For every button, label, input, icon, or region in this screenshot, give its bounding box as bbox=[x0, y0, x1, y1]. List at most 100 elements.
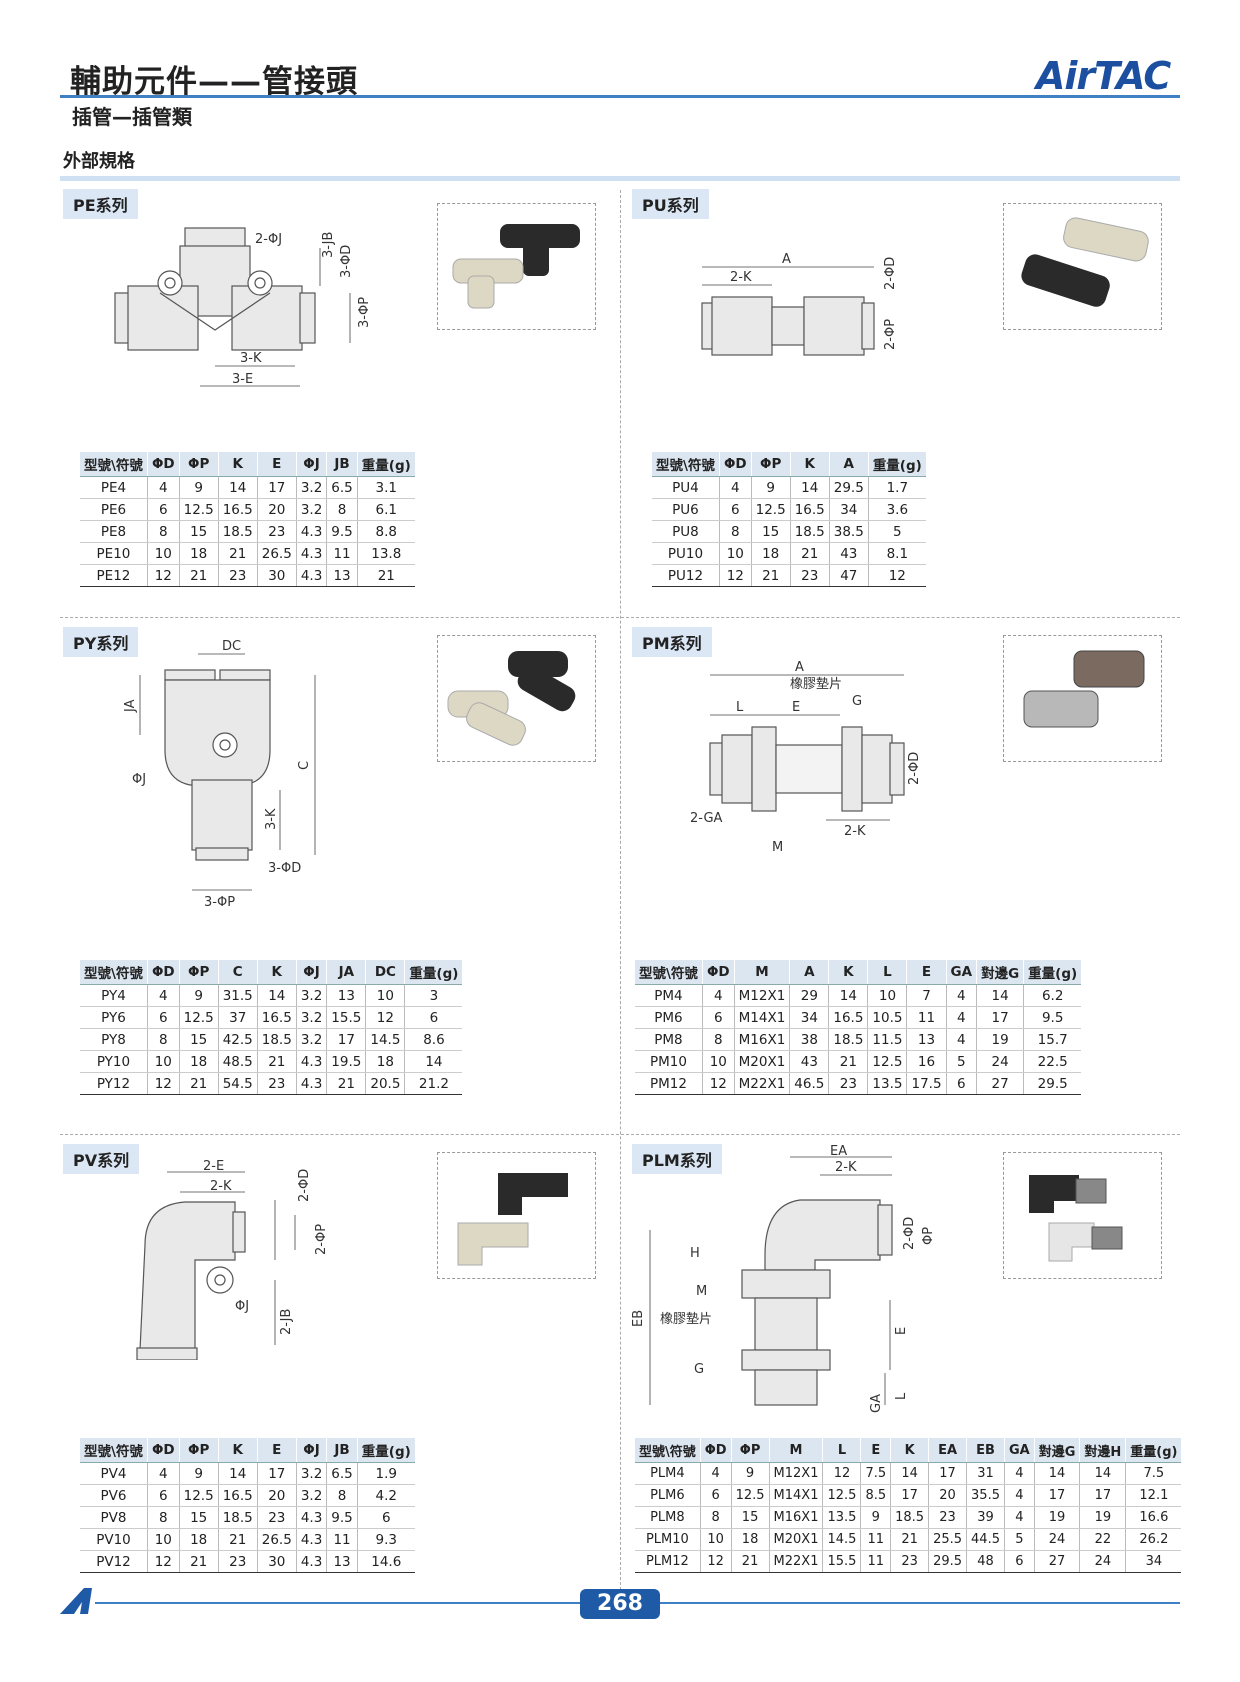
table-cell: 11 bbox=[326, 542, 358, 565]
table-cell: 17 bbox=[1079, 1484, 1127, 1507]
table-cell: 9.5 bbox=[326, 520, 358, 543]
table-cell: 27 bbox=[1034, 1550, 1081, 1573]
table-cell: 8 bbox=[147, 1506, 180, 1529]
table-cell: 12.5 bbox=[822, 1484, 862, 1507]
table-header-cell: A bbox=[829, 452, 869, 477]
table-cell: 30 bbox=[257, 564, 297, 587]
table-header-cell: 型號\符號 bbox=[80, 1438, 148, 1463]
py-fitting-image bbox=[447, 651, 576, 746]
pm-dim-k: 2-K bbox=[844, 824, 866, 839]
pv-diagram: 2-E 2-K 2-ΦD 2-ΦP ΦJ 2-JB bbox=[136, 1160, 329, 1360]
pu-fitting-image bbox=[1021, 217, 1149, 307]
table-cell: PLM10 bbox=[635, 1528, 701, 1551]
table-cell: 4 bbox=[147, 1462, 180, 1485]
table-cell: 21 bbox=[357, 564, 415, 587]
table-header-cell: ΦJ bbox=[296, 452, 328, 477]
table-cell: 23 bbox=[218, 564, 258, 587]
table-cell: PY12 bbox=[80, 1072, 148, 1095]
table-cell: 4 bbox=[1004, 1484, 1035, 1507]
table-cell: 19 bbox=[1079, 1506, 1127, 1529]
plm-fitting-image bbox=[1029, 1175, 1123, 1262]
table-cell: PE8 bbox=[80, 520, 148, 543]
table-header-cell: ΦP bbox=[179, 960, 219, 985]
table-header-cell: ΦD bbox=[702, 960, 735, 985]
table-cell: 4 bbox=[946, 1006, 978, 1029]
table-cell: 21 bbox=[828, 1050, 869, 1073]
table-cell: 10 bbox=[147, 542, 180, 565]
table-cell: 4.3 bbox=[296, 1506, 328, 1529]
pe-dim-p: 3-ΦP bbox=[357, 297, 372, 328]
table-cell: 11 bbox=[906, 1006, 947, 1029]
table-cell: PY6 bbox=[80, 1006, 148, 1029]
pm-dim-ga: 2-GA bbox=[690, 811, 723, 826]
table-header-cell: 重量(g) bbox=[357, 1438, 415, 1463]
table-cell: 21 bbox=[890, 1528, 930, 1551]
table-cell: 18.5 bbox=[790, 520, 830, 543]
table-cell: M16X1 bbox=[769, 1506, 824, 1529]
table-cell: 12 bbox=[700, 1550, 732, 1573]
table-cell: 12.5 bbox=[179, 498, 219, 521]
pu-diagram: A 2-K 2-ΦD 2-ΦP bbox=[701, 252, 898, 356]
table-cell: 4 bbox=[147, 984, 180, 1007]
plm-dim-e: E bbox=[894, 1327, 909, 1335]
table-header-cell: L bbox=[867, 960, 908, 985]
table-cell: 47 bbox=[829, 564, 869, 587]
table-cell: 42.5 bbox=[218, 1028, 258, 1051]
table-cell: 22.5 bbox=[1023, 1050, 1082, 1073]
table-cell: 7.5 bbox=[1125, 1462, 1182, 1485]
table-cell: 30 bbox=[257, 1550, 297, 1573]
plm-dim-h: H bbox=[690, 1246, 700, 1261]
table-cell: 12.1 bbox=[1125, 1484, 1182, 1507]
table-header-cell: 對邊G bbox=[1034, 1438, 1081, 1463]
table-cell: 12.5 bbox=[179, 1006, 219, 1029]
table-cell: 23 bbox=[928, 1506, 968, 1529]
table-cell: 34 bbox=[1125, 1550, 1182, 1573]
table-cell: 23 bbox=[218, 1550, 258, 1573]
table-header-cell: A bbox=[789, 960, 830, 985]
table-cell: PU8 bbox=[652, 520, 720, 543]
table-cell: PLM4 bbox=[635, 1462, 701, 1485]
table-cell: 12.5 bbox=[867, 1050, 908, 1073]
pm-dim-l: L bbox=[736, 700, 744, 715]
table-cell: 6 bbox=[946, 1072, 978, 1095]
table-header-cell: EA bbox=[928, 1438, 968, 1463]
table-cell: 20 bbox=[257, 498, 297, 521]
table-cell: 15.7 bbox=[1023, 1028, 1082, 1051]
table-cell: 23 bbox=[257, 520, 297, 543]
pe-fitting-image bbox=[452, 224, 580, 309]
plm-dim-g: G bbox=[694, 1362, 704, 1377]
table-cell: 6 bbox=[700, 1484, 732, 1507]
table-cell: 8.1 bbox=[868, 542, 926, 565]
table-cell: 3.6 bbox=[868, 498, 926, 521]
table-cell: 6 bbox=[719, 498, 752, 521]
table-cell: 4.3 bbox=[296, 542, 328, 565]
table-cell: 26.2 bbox=[1125, 1528, 1182, 1551]
table-cell: 4 bbox=[1004, 1462, 1035, 1485]
table-cell: 24 bbox=[1034, 1528, 1081, 1551]
pm-photo bbox=[1003, 635, 1162, 762]
pv-fitting-image bbox=[457, 1173, 568, 1266]
pm-dim-m: M bbox=[772, 840, 783, 855]
table-cell: PV10 bbox=[80, 1528, 148, 1551]
table-header-cell: ΦJ bbox=[296, 960, 328, 985]
table-cell: PV4 bbox=[80, 1462, 148, 1485]
brand-logo: AirTAC bbox=[1036, 54, 1171, 98]
pm-diagram: A 橡膠墊片 L E G 2-ΦD 2-GA 2-K M bbox=[690, 660, 922, 855]
table-cell: PU10 bbox=[652, 542, 720, 565]
row-divider-1 bbox=[60, 617, 1180, 618]
pm-dim-a: A bbox=[795, 660, 804, 675]
table-cell: 8 bbox=[147, 1028, 180, 1051]
table-cell: M16X1 bbox=[734, 1028, 791, 1051]
table-cell: 17.5 bbox=[906, 1072, 947, 1095]
table-header-cell: M bbox=[769, 1438, 824, 1463]
table-cell: 4.3 bbox=[296, 1050, 328, 1073]
table-cell: PV12 bbox=[80, 1550, 148, 1573]
